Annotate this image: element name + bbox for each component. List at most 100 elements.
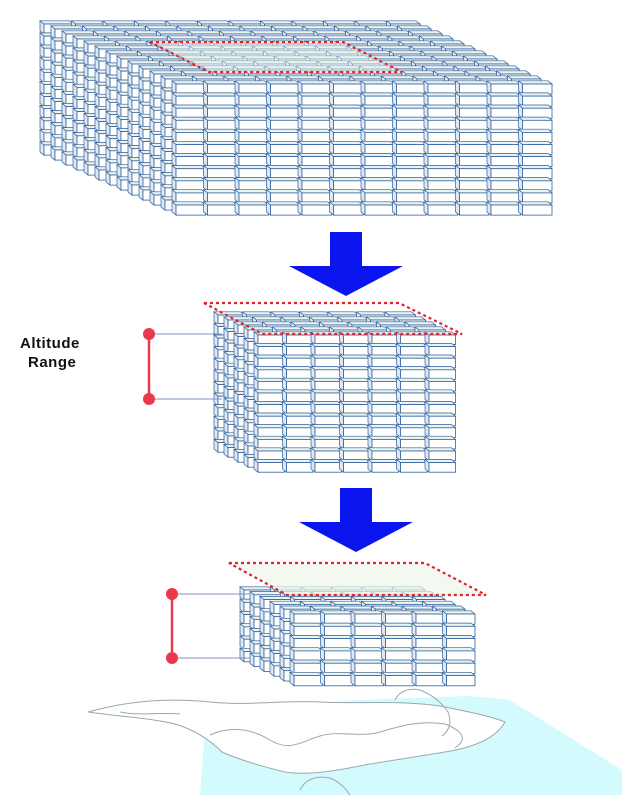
grid-cell [234,104,270,120]
grid-cell [395,435,428,450]
coastline [299,776,351,796]
grid-cell [367,389,400,404]
grid-cell [486,128,522,144]
grid-cell [395,458,428,473]
grid-cell [171,188,207,204]
grid-cell [367,354,400,369]
grid-cell [391,164,427,180]
grid-cell [281,435,314,450]
grid-cell [253,354,286,369]
grid-cell [486,188,522,204]
down-arrow-icon [289,232,403,296]
grid-cell [486,152,522,168]
grid-cell [391,128,427,144]
grid-cell [253,458,286,473]
grid-cell [350,659,385,675]
grid-cell [289,659,324,675]
grid-cell [310,447,343,462]
grid-cell [265,176,301,192]
grid-cell [253,412,286,427]
grid-cell [171,104,207,120]
grid-cell [319,634,354,650]
grid-cell [265,188,301,204]
grid-cell [253,423,286,439]
grid-cell [391,201,427,216]
grid-cell [424,377,457,392]
grid-cell [486,164,522,180]
grid-cell [350,671,385,687]
grid-cell [265,164,301,180]
grid-cell [391,176,427,192]
grid-cell [281,400,314,415]
grid-cell [423,116,459,132]
grid-cell [171,164,207,180]
grid-cell [338,447,371,462]
grid-cell [423,92,459,107]
altitude-range-label-line2: Range [28,354,77,371]
grid-cell [297,92,333,107]
grid-cell [423,176,459,192]
grid-cell [454,188,490,204]
grid-cell [310,354,343,369]
grid-cell [328,176,364,192]
grid-cell [454,92,490,107]
grid-cell [234,176,270,192]
grid-cell [310,435,343,450]
grid-cell [360,104,396,120]
grid-cell [310,412,343,427]
grid-cell [338,400,371,415]
grid-cell [441,659,476,675]
grid-cell [454,176,490,192]
grid-cell [202,201,238,216]
grid-cell [395,447,428,462]
grid-cell [328,201,364,216]
grid-cell [517,152,553,168]
grid-cell [202,116,238,132]
grid-cell [253,377,286,392]
grid-cell [297,140,333,156]
grid-cell [424,412,457,427]
grid-cell [454,140,490,156]
grid-cell [350,610,385,626]
grid-cell [202,80,238,95]
grid-cell [202,164,238,180]
grid-cell [424,389,457,404]
grid-cell [234,116,270,132]
grid-cell [328,164,364,180]
grid-cell [281,389,314,404]
grid-cell [423,104,459,120]
grid-cell [297,104,333,120]
grid-cell [360,201,396,216]
grid-cell [328,140,364,156]
grid-cell [253,389,286,404]
grid-cell [380,634,415,650]
grid-cell [454,128,490,144]
grid-cell [281,354,314,369]
grid-cell [367,412,400,427]
grid-cell [234,188,270,204]
grid-cell [202,176,238,192]
grid-cell [454,80,490,95]
grid-cell [171,152,207,168]
grid-cell [253,435,286,450]
grid-cell [234,164,270,180]
coastline [209,722,463,749]
grid-cell [517,176,553,192]
grid-cell [265,116,301,132]
grid-cell [380,659,415,675]
grid-cell [297,201,333,216]
grid-cell [328,116,364,132]
grid-cell [391,80,427,95]
grid-cell [367,447,400,462]
grid-cell [338,342,371,357]
grid-cell [202,104,238,120]
grid-cell [265,92,301,107]
grid-cell [454,164,490,180]
grid-cell [424,458,457,473]
grid-cell [338,435,371,450]
altitude-range-label-line1: Altitude [20,335,80,352]
grid-cell [454,116,490,132]
grid-cell [310,458,343,473]
grid-cell [360,176,396,192]
